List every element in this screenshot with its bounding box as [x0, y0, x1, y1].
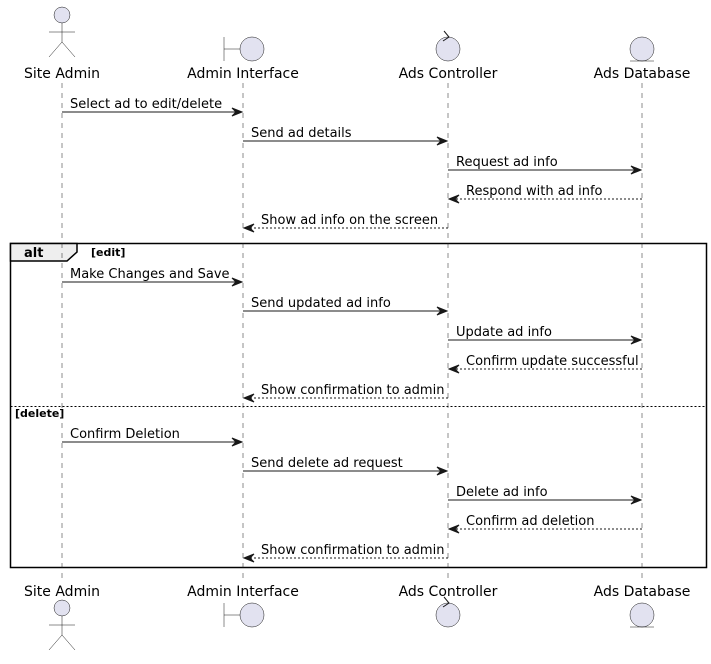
participant-admin-interface-bottom: Admin Interface: [187, 584, 299, 628]
arrowhead: [436, 306, 449, 316]
reply-message: Show ad info on the screen: [242, 213, 448, 233]
call-message: Send ad details: [243, 126, 449, 146]
reply-message: Confirm update successful: [447, 354, 642, 374]
message-label: Delete ad info: [456, 485, 548, 500]
entity-icon: [629, 36, 655, 62]
alt-guard-edit: [edit]: [91, 246, 125, 259]
reply-message: Respond with ad info: [447, 184, 642, 204]
message-label: Make Changes and Save: [70, 267, 230, 282]
message-label: Update ad info: [456, 325, 552, 340]
message-label: Show confirmation to admin: [261, 383, 444, 398]
message-label: Send delete ad request: [251, 456, 403, 471]
participant-site-admin-top: Site Admin: [24, 6, 100, 82]
reply-message: Confirm ad deletion: [447, 514, 642, 534]
participant-label: Ads Controller: [399, 66, 498, 82]
arrowhead: [242, 553, 255, 563]
message-label: Respond with ad info: [466, 184, 603, 199]
participant-heads-top: Site Admin Admin Interface Ads Controller A…: [24, 6, 691, 82]
participant-label: Admin Interface: [187, 66, 299, 82]
arrowhead: [436, 466, 449, 476]
arrowhead: [630, 165, 643, 175]
participant-label: Admin Interface: [187, 584, 299, 600]
call-message: Select ad to edit/delete: [62, 97, 244, 117]
alt-frame-border: [9, 242, 708, 569]
control-icon: [435, 30, 461, 62]
actor-icon: [48, 6, 76, 58]
call-message: Confirm Deletion: [62, 427, 244, 447]
arrowhead: [231, 107, 244, 117]
arrowhead: [242, 393, 255, 403]
alt-frame-tab: [9, 242, 78, 262]
boundary-icon: [223, 36, 265, 62]
call-message: Update ad info: [448, 325, 643, 345]
message-label: Send ad details: [251, 126, 352, 141]
participant-ads-database-top: Ads Database: [594, 36, 691, 82]
arrowhead: [447, 364, 460, 374]
reply-message: Show confirmation to admin: [242, 543, 448, 563]
control-icon: [435, 596, 461, 628]
participant-heads-bottom: Site Admin Admin Interface Ads Controller A…: [24, 584, 691, 651]
arrowhead: [231, 277, 244, 287]
arrowhead: [231, 437, 244, 447]
reply-message: Show confirmation to admin: [242, 383, 448, 403]
message-label: Confirm Deletion: [70, 427, 180, 442]
participant-ads-database-bottom: Ads Database: [594, 584, 691, 628]
message-label: Show ad info on the screen: [261, 213, 438, 228]
message-label: Confirm ad deletion: [466, 514, 594, 529]
participant-admin-interface-top: Admin Interface: [187, 36, 299, 82]
arrowhead: [630, 495, 643, 505]
participant-label: Ads Database: [594, 584, 691, 600]
participant-label: Ads Controller: [399, 584, 498, 600]
call-message: Send updated ad info: [243, 296, 449, 316]
arrowhead: [447, 524, 460, 534]
entity-icon: [629, 602, 655, 628]
call-message: Make Changes and Save: [62, 267, 244, 287]
call-message: Request ad info: [448, 155, 643, 175]
alt-keyword: alt: [24, 246, 43, 261]
message-label: Select ad to edit/delete: [70, 97, 222, 112]
message-label: Confirm update successful: [466, 354, 639, 369]
participant-ads-controller-bottom: Ads Controller: [399, 584, 498, 628]
participant-label: Site Admin: [24, 66, 100, 82]
message-label: Request ad info: [456, 155, 558, 170]
call-message: Delete ad info: [448, 485, 643, 505]
arrowhead: [447, 194, 460, 204]
participant-ads-controller-top: Ads Controller: [399, 30, 498, 82]
arrowhead: [630, 335, 643, 345]
alt-frame: alt [edit] [delete]: [9, 242, 708, 569]
lifelines: [61, 83, 643, 580]
message-label: Show confirmation to admin: [261, 543, 444, 558]
call-message: Send delete ad request: [243, 456, 449, 476]
participant-label: Ads Database: [594, 66, 691, 82]
alt-guard-delete: [delete]: [15, 407, 64, 420]
participant-label: Site Admin: [24, 584, 100, 600]
arrowhead: [242, 223, 255, 233]
boundary-icon: [223, 602, 265, 628]
participant-site-admin-bottom: Site Admin: [24, 584, 100, 651]
actor-icon: [48, 599, 76, 651]
arrowhead: [436, 136, 449, 146]
message-label: Send updated ad info: [251, 296, 391, 311]
